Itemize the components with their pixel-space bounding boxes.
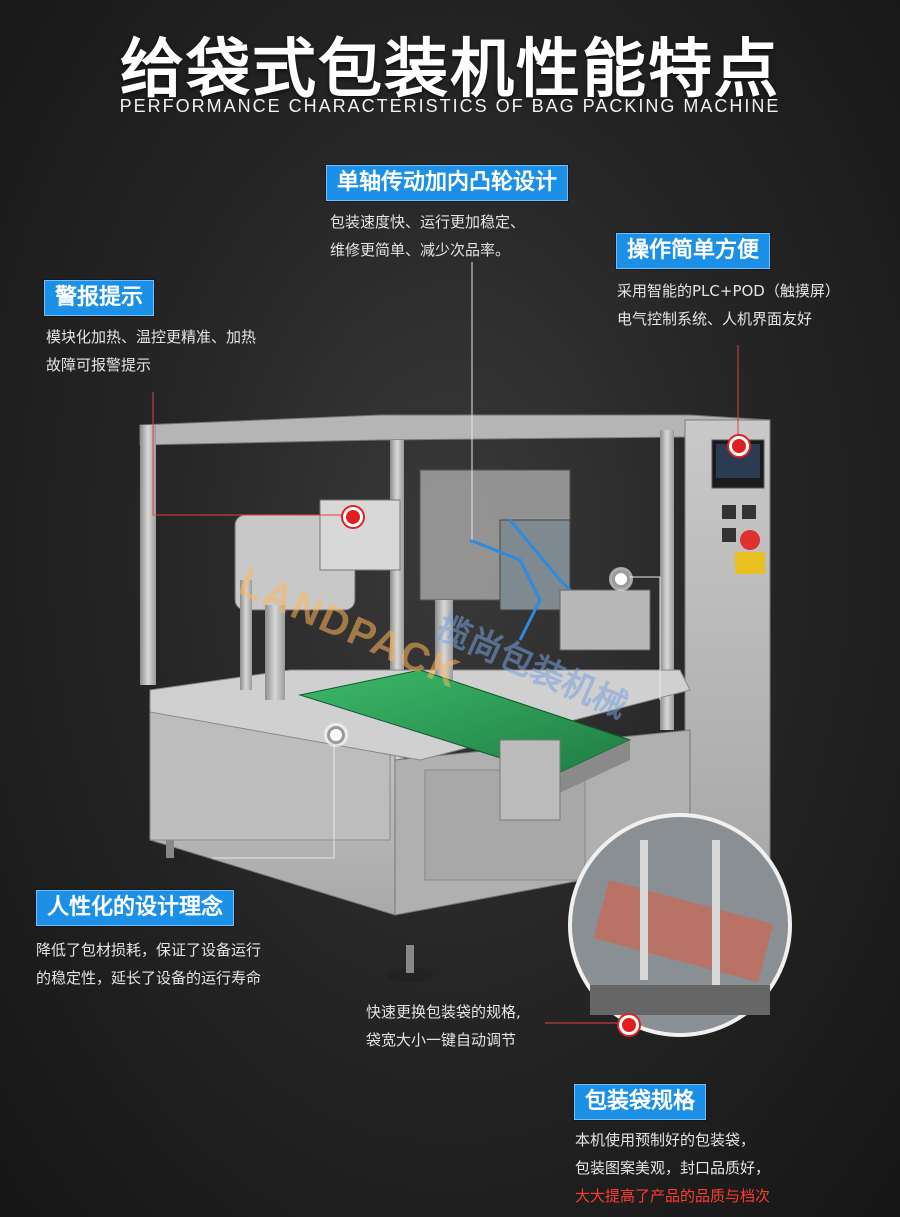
desc-line: 模块化加热、温控更精准、加热	[46, 328, 257, 346]
desc-highlight-line: 大大提高了产品的品质与档次	[575, 1187, 771, 1205]
desc-line: 的稳定性，延长了设备的运行寿命	[36, 969, 262, 987]
hotspot-cam-dot[interactable]	[612, 570, 630, 588]
desc-line: 本机使用预制好的包装袋，	[575, 1131, 756, 1149]
feature-bag-spec-desc: 本机使用预制好的包装袋， 包装图案美观，封口品质好， 大大提高了产品的品质与档次	[575, 1126, 770, 1210]
feature-humanized-desc: 降低了包材损耗，保证了设备运行 的稳定性，延长了设备的运行寿命	[36, 936, 261, 992]
feature-quick-change-desc: 快速更换包装袋的规格, 袋宽大小一键自动调节	[366, 998, 521, 1054]
hotspot-operation-dot[interactable]	[729, 436, 749, 456]
feature-easy-operation-title: 操作简单方便	[616, 233, 771, 269]
left-post	[140, 425, 156, 685]
feature-alarm-title: 警报提示	[44, 280, 155, 316]
desc-line: 包装图案美观，封口品质好，	[575, 1159, 771, 1177]
feature-single-axis-title: 单轴传动加内凸轮设计	[326, 165, 569, 201]
hotspot-quick-change-dot[interactable]	[619, 1015, 639, 1035]
desc-line: 维修更简单、减少次品率。	[330, 241, 511, 259]
hotspot-alarm-dot[interactable]	[343, 507, 363, 527]
desc-line: 采用智能的PLC+POD（触摸屏）	[617, 282, 840, 300]
desc-line: 电气控制系统、人机界面友好	[617, 310, 813, 328]
hotspot-humanized-dot[interactable]	[327, 726, 345, 744]
top-frame	[139, 414, 771, 446]
feature-single-axis-desc: 包装速度快、运行更加稳定、 维修更简单、减少次品率。	[330, 208, 525, 264]
desc-line: 包装速度快、运行更加稳定、	[330, 213, 526, 231]
feature-alarm-desc: 模块化加热、温控更精准、加热 故障可报警提示	[46, 323, 256, 379]
feature-humanized-title: 人性化的设计理念	[36, 890, 235, 926]
desc-line: 降低了包材损耗，保证了设备运行	[36, 941, 262, 959]
feature-easy-operation-desc: 采用智能的PLC+POD（触摸屏） 电气控制系统、人机界面友好	[617, 277, 840, 333]
feature-bag-spec-title: 包装袋规格	[574, 1084, 707, 1120]
desc-line: 快速更换包装袋的规格,	[366, 1003, 521, 1021]
page-subtitle: PERFORMANCE CHARACTERISTICS OF BAG PACKI…	[119, 96, 781, 116]
desc-line: 袋宽大小一键自动调节	[366, 1031, 517, 1049]
page-title: 给袋式包装机性能特点	[120, 33, 780, 107]
control-cabinet	[684, 419, 771, 861]
desc-line: 故障可报警提示	[46, 356, 152, 374]
